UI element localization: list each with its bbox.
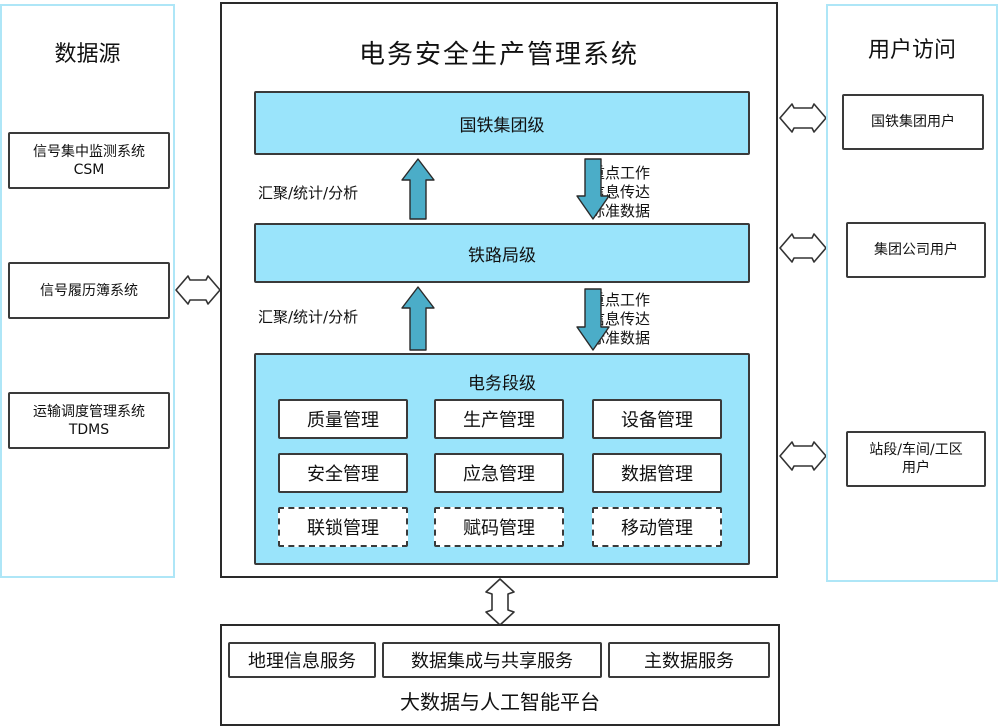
service-master-data-label: 主数据服务 bbox=[644, 651, 734, 672]
module-label: 安全管理 bbox=[307, 464, 379, 485]
double-arrow-icon bbox=[779, 233, 827, 263]
data-source-signal-history[interactable]: 信号履历簿系统 bbox=[8, 262, 170, 319]
module-box[interactable]: 设备管理 bbox=[592, 399, 722, 439]
module-box[interactable]: 质量管理 bbox=[278, 399, 408, 439]
tier-railway-bureau[interactable]: 铁路局级 bbox=[254, 223, 750, 283]
service-data-integration-label: 数据集成与共享服务 bbox=[411, 651, 573, 672]
directive-label-upper: 重点工作 信息传达 标准数据 bbox=[590, 164, 650, 221]
module-label: 设备管理 bbox=[621, 410, 693, 431]
tier-national-group-label: 国铁集团级 bbox=[459, 115, 545, 136]
directive-line-3: 标准数据 bbox=[590, 202, 651, 220]
service-geo-info-label: 地理信息服务 bbox=[248, 651, 356, 672]
vertical-double-arrow-icon bbox=[485, 578, 515, 626]
tier-national-group[interactable]: 国铁集团级 bbox=[254, 91, 750, 155]
main-system-title: 电务安全生产管理系统 bbox=[358, 40, 639, 70]
tier-signal-section: 电务段级 质量管理 生产管理 设备管理安全管理 应急管理 数据管理联锁管理 赋码管理 移动管… bbox=[254, 353, 750, 565]
platform-panel: 地理信息服务 数据集成与共享服务 主数据服务 大数据与人工智能平台 bbox=[220, 624, 780, 726]
tier-signal-section-title: 电务段级 bbox=[468, 374, 536, 394]
data-source-csm-code: CSM bbox=[73, 161, 105, 178]
platform-title: 大数据与人工智能平台 bbox=[400, 690, 600, 714]
user-access-title: 用户访问 bbox=[867, 38, 956, 63]
service-geo-info[interactable]: 地理信息服务 bbox=[228, 642, 376, 678]
double-arrow-icon bbox=[779, 103, 827, 133]
module-box[interactable]: 安全管理 bbox=[278, 453, 408, 493]
double-arrow-icon bbox=[779, 441, 827, 471]
user-group-company[interactable]: 集团公司用户 bbox=[846, 222, 986, 278]
user-group-company-label: 集团公司用户 bbox=[874, 242, 958, 258]
data-source-csm[interactable]: 信号集中监测系统 CSM bbox=[8, 132, 170, 189]
user-station-workshop-label: 站段/车间/工区 bbox=[869, 442, 963, 458]
data-source-tdms-code: TDMS bbox=[68, 421, 110, 438]
module-label: 生产管理 bbox=[463, 410, 535, 431]
user-access-panel: 用户访问 国铁集团用户 集团公司用户 站段/车间/工区 用户 bbox=[826, 4, 998, 582]
directive-line-1: 重点工作 bbox=[590, 164, 651, 182]
module-box[interactable]: 联锁管理 bbox=[278, 507, 408, 547]
data-source-signal-history-name: 信号履历簿系统 bbox=[40, 282, 138, 299]
module-label: 移动管理 bbox=[621, 518, 693, 539]
module-box[interactable]: 数据管理 bbox=[592, 453, 722, 493]
main-system-panel: 电务安全生产管理系统 国铁集团级 汇聚/统计/分析 重点工作 信息传达 标准数据… bbox=[220, 2, 778, 578]
module-label: 赋码管理 bbox=[463, 518, 535, 539]
down-arrow-icon bbox=[576, 158, 610, 220]
down-arrow-icon bbox=[576, 288, 610, 351]
aggregate-label-lower: 汇聚/统计/分析 bbox=[258, 308, 359, 326]
module-label: 应急管理 bbox=[463, 464, 535, 485]
tier-railway-bureau-label: 铁路局级 bbox=[468, 245, 536, 266]
module-label: 质量管理 bbox=[307, 410, 379, 431]
service-data-integration[interactable]: 数据集成与共享服务 bbox=[382, 642, 602, 678]
module-label: 数据管理 bbox=[621, 464, 693, 485]
service-master-data[interactable]: 主数据服务 bbox=[608, 642, 770, 678]
double-arrow-icon bbox=[175, 275, 221, 305]
data-source-tdms-name: 运输调度管理系统 bbox=[33, 403, 145, 420]
user-national-group[interactable]: 国铁集团用户 bbox=[842, 94, 984, 150]
up-arrow-icon bbox=[401, 158, 435, 220]
module-box[interactable]: 赋码管理 bbox=[434, 507, 564, 547]
up-arrow-icon bbox=[401, 286, 435, 351]
module-box[interactable]: 应急管理 bbox=[434, 453, 564, 493]
directive-line-1: 重点工作 bbox=[590, 291, 651, 309]
module-label: 联锁管理 bbox=[307, 518, 379, 539]
data-source-panel: 数据源 信号集中监测系统 CSM 信号履历簿系统 运输调度管理系统 TDMS bbox=[0, 4, 175, 578]
data-source-title: 数据源 bbox=[54, 42, 121, 67]
user-national-group-label: 国铁集团用户 bbox=[871, 114, 955, 130]
data-source-tdms[interactable]: 运输调度管理系统 TDMS bbox=[8, 392, 170, 449]
user-station-workshop[interactable]: 站段/车间/工区 用户 bbox=[846, 431, 986, 487]
module-box[interactable]: 移动管理 bbox=[592, 507, 722, 547]
directive-line-2: 信息传达 bbox=[590, 310, 651, 328]
aggregate-label-upper: 汇聚/统计/分析 bbox=[258, 184, 359, 202]
user-station-workshop-suffix: 用户 bbox=[902, 460, 930, 476]
module-box[interactable]: 生产管理 bbox=[434, 399, 564, 439]
data-source-csm-name: 信号集中监测系统 bbox=[33, 143, 145, 160]
